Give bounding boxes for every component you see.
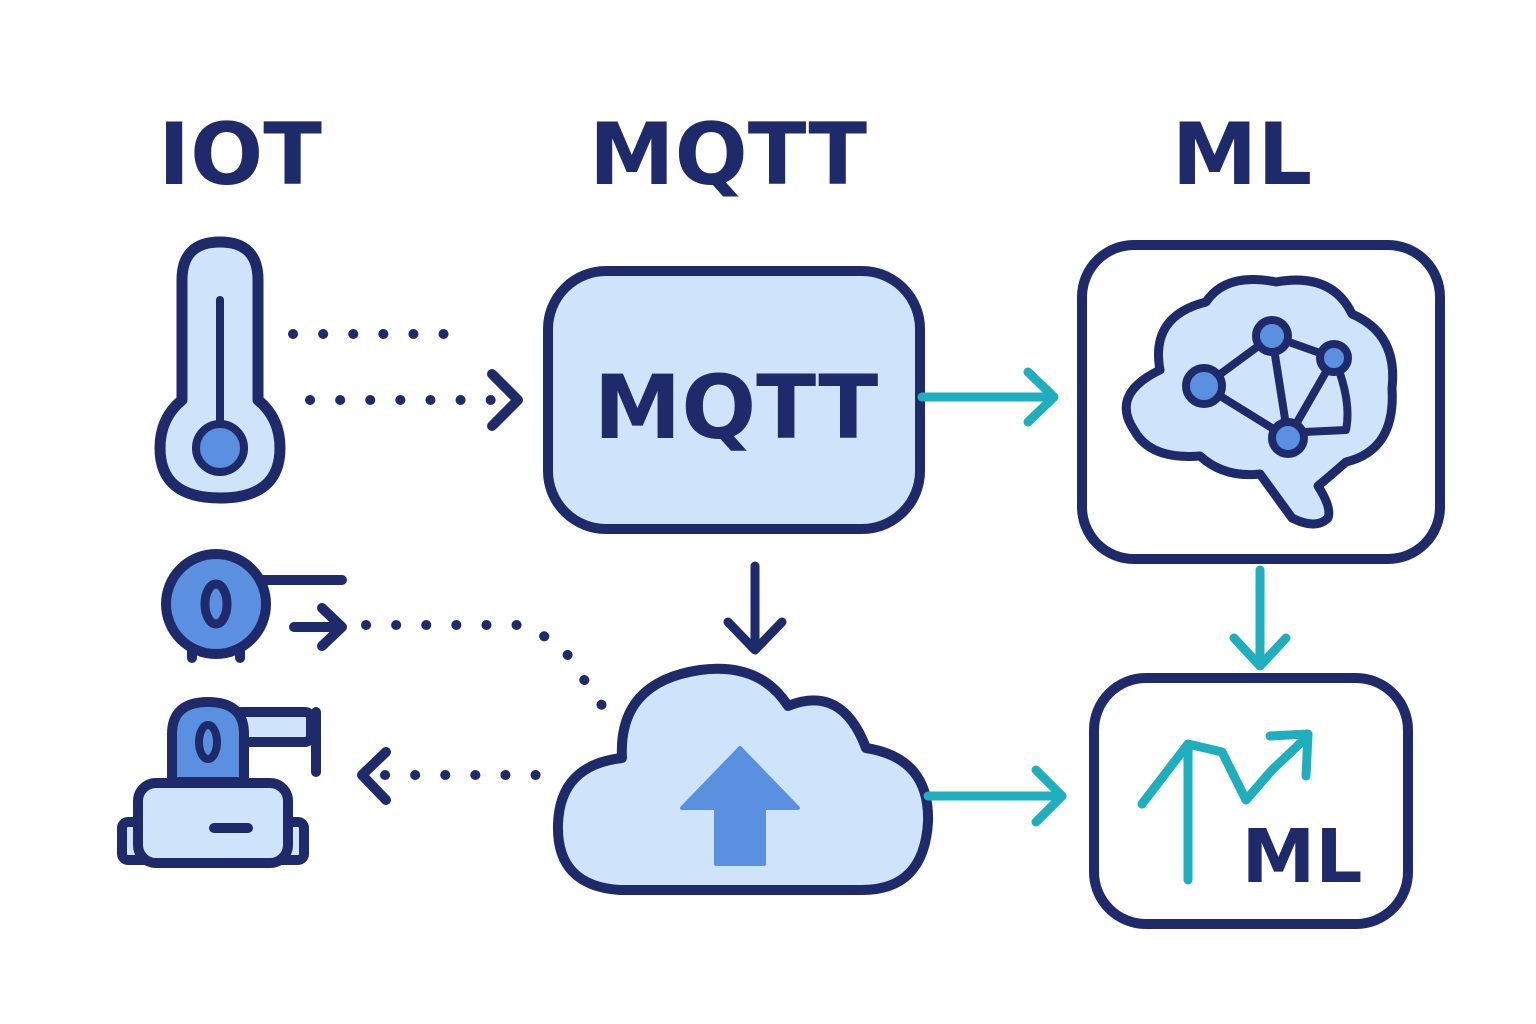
trend-chart-icon [1137, 729, 1313, 885]
broker-to-ml-arrow [917, 367, 1059, 427]
ml-model-box [1077, 240, 1445, 564]
arrowhead-to-broker [487, 369, 523, 431]
sensor-device-icon [161, 549, 347, 663]
mqtt-broker-label: MQTT [594, 356, 878, 459]
heading-ml: ML [1172, 105, 1312, 205]
heading-mqtt: MQTT [589, 105, 867, 205]
ml-analytics-label: ML [1242, 814, 1363, 900]
device-to-broker-links [288, 329, 523, 431]
mqtt-broker-box: MQTT [543, 266, 925, 534]
robot-arm-icon [117, 697, 321, 868]
model-to-analytics-arrow [1229, 565, 1291, 671]
cloud-to-ml-arrow [923, 765, 1067, 827]
sensor-to-cloud-link [289, 603, 609, 713]
heading-iot: IOT [158, 105, 322, 205]
ml-analytics-box: ML [1089, 673, 1413, 929]
cloud-to-robot-link [357, 747, 551, 805]
broker-to-cloud-arrow [723, 561, 787, 655]
thermometer-icon [154, 236, 286, 504]
upload-arrow-icon [680, 746, 800, 866]
cloud-upload-icon [552, 663, 934, 895]
brain-network-icon [1121, 275, 1398, 529]
